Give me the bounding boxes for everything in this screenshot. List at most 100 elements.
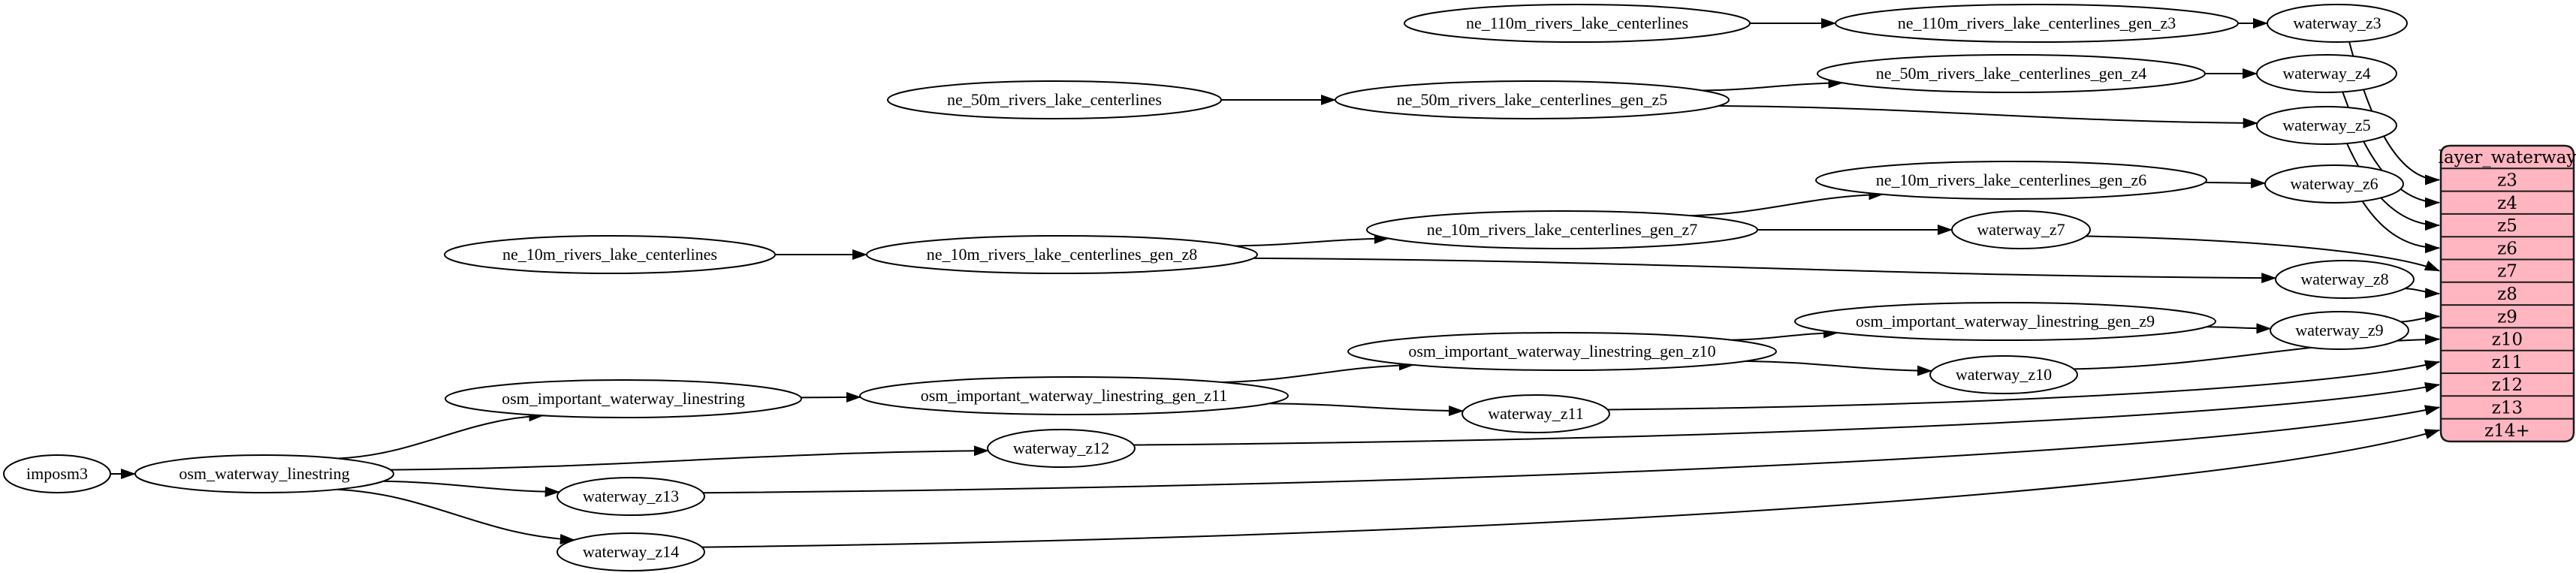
node-shape-ne_10m_rivers_lake_centerlines_gen_z8 — [866, 235, 1258, 274]
table-row-z11: z11 — [2492, 353, 2523, 372]
node-label-osm_important_waterway_linestring_gen_z10: osm_important_waterway_linestring_gen_z1… — [1408, 342, 1715, 360]
edge-ne_50m_rivers_lake_centerlines_gen_z5-to-ne_50m_rivers_lake_centerlines_gen_z4 — [1703, 77, 1844, 92]
node-label-ne_110m_rivers_lake_centerlines_gen_z3: ne_110m_rivers_lake_centerlines_gen_z3 — [1898, 14, 2176, 32]
node-ne_10m_rivers_lake_centerlines_gen_z7: ne_10m_rivers_lake_centerlines_gen_z7 — [1366, 210, 1758, 249]
edge-osm_important_waterway_linestring-to-osm_important_waterway_linestring_gen_z11 — [801, 391, 861, 403]
table-row-z14+: z14+ — [2484, 421, 2530, 441]
table-header-layer_waterway: layer_waterway — [2439, 148, 2576, 167]
node-label-ne_50m_rivers_lake_centerlines_gen_z5: ne_50m_rivers_lake_centerlines_gen_z5 — [1397, 90, 1667, 109]
node-label-osm_waterway_linestring: osm_waterway_linestring — [179, 464, 349, 483]
node-waterway_z14: waterway_z14 — [557, 532, 705, 571]
edge-ne_10m_rivers_lake_centerlines_gen_z8-to-ne_10m_rivers_lake_centerlines_gen_z7 — [1235, 233, 1389, 247]
node-osm_important_waterway_linestring_gen_z9: osm_important_waterway_linestring_gen_z9 — [1794, 302, 2216, 341]
node-shape-waterway_z10 — [1929, 355, 2078, 394]
node-shape-waterway_z12 — [987, 429, 1136, 468]
node-shape-ne_10m_rivers_lake_centerlines_gen_z7 — [1366, 210, 1758, 249]
node-shape-waterway_z9 — [2270, 311, 2409, 350]
node-waterway_z5: waterway_z5 — [2256, 106, 2397, 145]
node-ne_50m_rivers_lake_centerlines_gen_z5: ne_50m_rivers_lake_centerlines_gen_z5 — [1335, 80, 1730, 119]
edge-waterway_z5-to-z5 — [2346, 143, 2440, 231]
node-shape-osm_important_waterway_linestring_gen_z10 — [1347, 332, 1777, 371]
node-label-ne_10m_rivers_lake_centerlines_gen_z7: ne_10m_rivers_lake_centerlines_gen_z7 — [1427, 220, 1697, 239]
node-osm_important_waterway_linestring_gen_z10: osm_important_waterway_linestring_gen_z1… — [1347, 332, 1777, 371]
edge-osm_important_waterway_linestring_gen_z10-to-osm_important_waterway_linestring_gen_z9 — [1731, 327, 1838, 341]
node-shape-waterway_z5 — [2256, 106, 2397, 145]
edge-ne_10m_rivers_lake_centerlines_gen_z8-to-waterway_z8 — [1253, 257, 2277, 284]
edge-waterway_z8-to-z8 — [2405, 288, 2440, 299]
node-label-ne_50m_rivers_lake_centerlines_gen_z4: ne_50m_rivers_lake_centerlines_gen_z4 — [1876, 64, 2146, 83]
node-shape-waterway_z6 — [2264, 164, 2404, 204]
node-label-waterway_z12: waterway_z12 — [1013, 439, 1109, 457]
node-shape-ne_10m_rivers_lake_centerlines — [444, 235, 776, 274]
node-label-waterway_z6: waterway_z6 — [2290, 174, 2378, 193]
node-label-ne_10m_rivers_lake_centerlines_gen_z6: ne_10m_rivers_lake_centerlines_gen_z6 — [1876, 170, 2146, 189]
node-waterway_z7: waterway_z7 — [1951, 210, 2091, 249]
table-row-z7: z7 — [2497, 262, 2517, 282]
node-shape-waterway_z14 — [557, 532, 705, 571]
node-ne_110m_rivers_lake_centerlines: ne_110m_rivers_lake_centerlines — [1404, 4, 1751, 43]
node-osm_waterway_linestring: osm_waterway_linestring — [134, 454, 394, 493]
node-shape-waterway_z13 — [557, 477, 705, 516]
node-shape-ne_110m_rivers_lake_centerlines_gen_z3 — [1835, 4, 2239, 43]
node-imposm3: imposm3 — [3, 454, 111, 493]
node-label-imposm3: imposm3 — [26, 464, 88, 483]
node-label-waterway_z4: waterway_z4 — [2282, 64, 2370, 83]
edge-ne_50m_rivers_lake_centerlines_gen_z5-to-waterway_z5 — [1718, 105, 2258, 128]
table-row-z10: z10 — [2492, 330, 2523, 350]
node-label-ne_50m_rivers_lake_centerlines: ne_50m_rivers_lake_centerlines — [947, 90, 1162, 109]
edge-waterway_z12-to-z12 — [1133, 381, 2440, 446]
node-shape-ne_50m_rivers_lake_centerlines_gen_z5 — [1335, 80, 1730, 119]
table-row-z8: z8 — [2497, 285, 2517, 304]
node-label-waterway_z5: waterway_z5 — [2282, 116, 2370, 134]
edge-osm_important_waterway_linestring_gen_z11-to-osm_important_waterway_linestring_gen_z10 — [1223, 360, 1414, 383]
edge-osm_important_waterway_linestring_gen_z10-to-waterway_z10 — [1745, 360, 1932, 376]
node-shape-osm_important_waterway_linestring_gen_z11 — [859, 376, 1289, 415]
node-label-waterway_z8: waterway_z8 — [2300, 270, 2388, 288]
node-ne_50m_rivers_lake_centerlines_gen_z4: ne_50m_rivers_lake_centerlines_gen_z4 — [1817, 54, 2206, 93]
node-waterway_z12: waterway_z12 — [987, 429, 1136, 468]
node-waterway_z4: waterway_z4 — [2256, 54, 2397, 93]
edge-layer — [110, 18, 2440, 548]
node-label-osm_important_waterway_linestring_gen_z11: osm_important_waterway_linestring_gen_z1… — [921, 386, 1228, 405]
edge-waterway_z9-to-z9 — [2400, 311, 2440, 323]
node-ne_10m_rivers_lake_centerlines_gen_z6: ne_10m_rivers_lake_centerlines_gen_z6 — [1815, 161, 2207, 200]
node-shape-osm_important_waterway_linestring — [445, 379, 802, 418]
node-osm_important_waterway_linestring: osm_important_waterway_linestring — [445, 379, 802, 418]
node-label-osm_important_waterway_linestring: osm_important_waterway_linestring — [502, 389, 745, 408]
node-osm_important_waterway_linestring_gen_z11: osm_important_waterway_linestring_gen_z1… — [859, 376, 1289, 415]
node-label-osm_important_waterway_linestring_gen_z9: osm_important_waterway_linestring_gen_z9 — [1856, 312, 2155, 330]
edge-ne_10m_rivers_lake_centerlines_gen_z7-to-ne_10m_rivers_lake_centerlines_gen_z6 — [1690, 189, 1884, 217]
node-waterway_z6: waterway_z6 — [2264, 164, 2404, 204]
table-outline — [2439, 144, 2575, 443]
node-shape-ne_10m_rivers_lake_centerlines_gen_z6 — [1815, 161, 2207, 200]
edge-osm_waterway_linestring-to-osm_important_waterway_linestring — [338, 411, 544, 460]
node-label-ne_10m_rivers_lake_centerlines: ne_10m_rivers_lake_centerlines — [502, 245, 717, 264]
edge-osm_important_waterway_linestring_gen_z9-to-waterway_z9 — [2206, 323, 2272, 334]
node-waterway_z9: waterway_z9 — [2270, 311, 2409, 350]
node-shape-waterway_z4 — [2256, 54, 2397, 93]
edge-osm_waterway_linestring-to-waterway_z14 — [336, 488, 575, 544]
node-ne_10m_rivers_lake_centerlines_gen_z8: ne_10m_rivers_lake_centerlines_gen_z8 — [866, 235, 1258, 274]
node-label-waterway_z13: waterway_z13 — [583, 487, 679, 505]
node-label-ne_110m_rivers_lake_centerlines: ne_110m_rivers_lake_centerlines — [1466, 14, 1688, 32]
layer-table-layer_waterway: layer_waterwayz3z4z5z6z7z8z9z10z11z12z13… — [2439, 144, 2576, 443]
node-label-waterway_z10: waterway_z10 — [1956, 365, 2052, 384]
edge-waterway_z7-to-z7 — [2086, 235, 2440, 272]
edge-ne_10m_rivers_lake_centerlines_gen_z6-to-waterway_z6 — [2205, 177, 2267, 188]
node-waterway_z11: waterway_z11 — [1461, 394, 1610, 433]
node-waterway_z13: waterway_z13 — [557, 477, 705, 516]
table-row-z4: z4 — [2497, 194, 2517, 213]
edge-osm_waterway_linestring-to-waterway_z12 — [390, 445, 989, 471]
node-shape-waterway_z11 — [1461, 394, 1610, 433]
node-waterway_z10: waterway_z10 — [1929, 355, 2078, 394]
node-label-ne_10m_rivers_lake_centerlines_gen_z8: ne_10m_rivers_lake_centerlines_gen_z8 — [927, 245, 1197, 264]
node-label-waterway_z7: waterway_z7 — [1977, 220, 2065, 239]
table-row-z12: z12 — [2492, 375, 2523, 395]
node-ne_10m_rivers_lake_centerlines: ne_10m_rivers_lake_centerlines — [444, 235, 776, 274]
edge-waterway_z6-to-z6 — [2361, 201, 2440, 254]
node-shape-osm_waterway_linestring — [134, 454, 394, 493]
node-shape-waterway_z8 — [2275, 260, 2415, 299]
node-ne_110m_rivers_lake_centerlines_gen_z3: ne_110m_rivers_lake_centerlines_gen_z3 — [1835, 4, 2239, 43]
node-label-waterway_z14: waterway_z14 — [583, 542, 679, 561]
